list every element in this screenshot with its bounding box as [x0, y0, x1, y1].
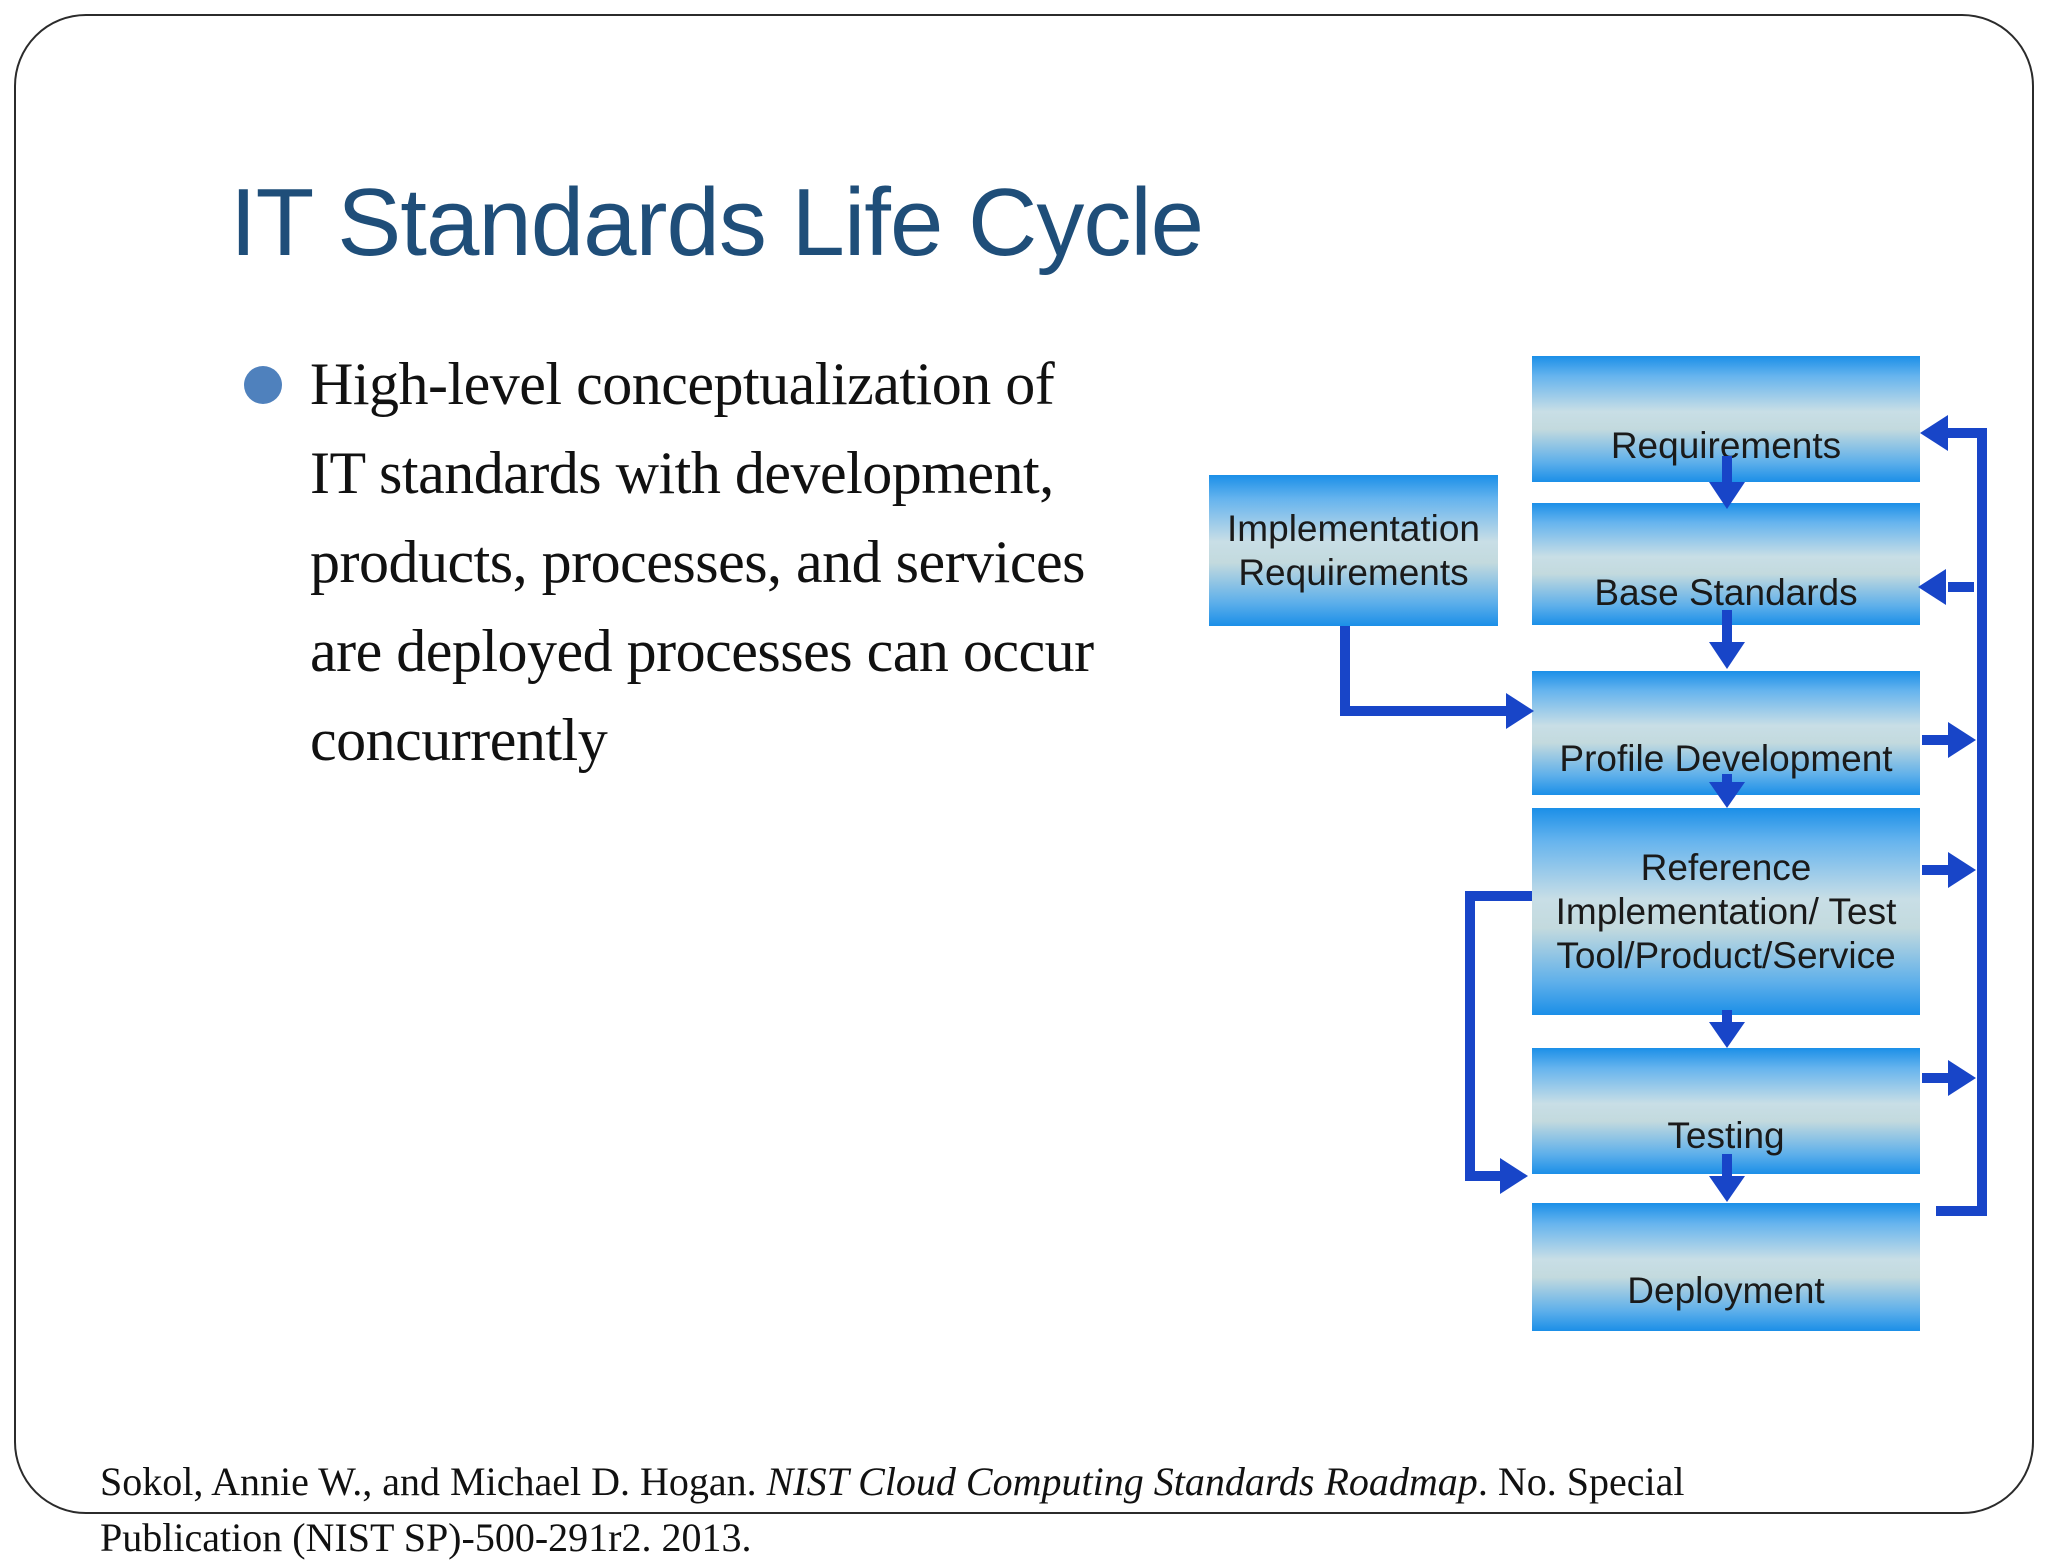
citation-authors: Sokol, Annie W., and Michael D. Hogan. [100, 1459, 767, 1504]
flowchart-box-requirements-label: Requirements [1610, 425, 1842, 466]
flowchart-box-profile-development-label: Profile Development [1559, 738, 1893, 779]
flowchart-box-base-standards-label: Base Standards [1594, 572, 1858, 613]
flowchart-box-base-standards: Base Standards [1532, 503, 1920, 625]
flowchart-box-implementation-requirements-label: Implementation Requirements [1227, 507, 1480, 593]
flowchart-box-reference-implementation-label: Reference Implementation/ Test Tool/Prod… [1555, 846, 1897, 976]
bullet-text: High-level conceptualization of IT stand… [310, 351, 1094, 773]
slide-frame [14, 14, 2034, 1514]
flowchart-box-reference-implementation: Reference Implementation/ Test Tool/Prod… [1532, 808, 1920, 1015]
flowchart-box-testing-label: Testing [1667, 1115, 1785, 1156]
flowchart-box-requirements: Requirements [1532, 356, 1920, 482]
page-title: IT Standards Life Cycle [230, 169, 1204, 276]
flowchart-box-profile-development: Profile Development [1532, 671, 1920, 795]
flowchart-box-deployment: Deployment [1532, 1203, 1920, 1331]
flowchart-box-implementation-requirements: Implementation Requirements [1209, 475, 1498, 626]
citation: Sokol, Annie W., and Michael D. Hogan. N… [100, 1398, 1930, 1566]
flowchart-box-deployment-label: Deployment [1627, 1270, 1825, 1311]
citation-work-title: NIST Cloud Computing Standards Roadmap [766, 1459, 1478, 1504]
bullet-dot-icon [244, 366, 282, 404]
flowchart-box-testing: Testing [1532, 1048, 1920, 1174]
